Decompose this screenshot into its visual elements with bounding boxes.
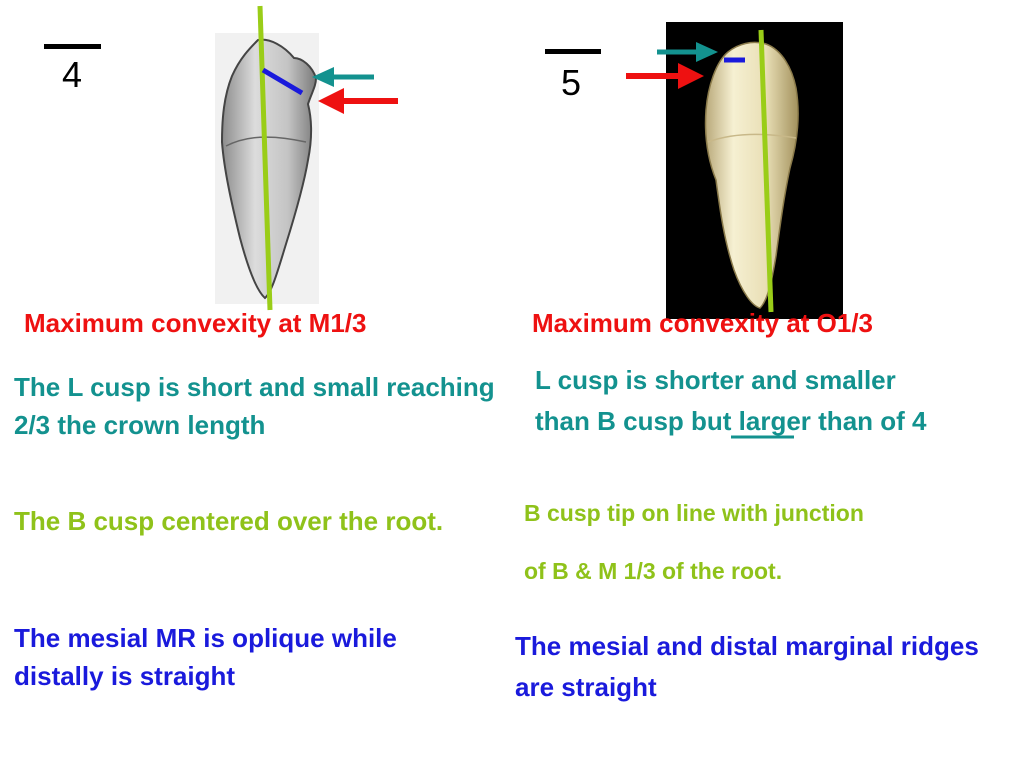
- left-ridges-text: The mesial MR is oplique while distally …: [14, 623, 397, 691]
- tooth-5-overbar: [545, 49, 601, 54]
- right-b-cusp-line2: of B & M 1/3 of the root.: [524, 558, 783, 584]
- right-teal-arrow-head: [696, 42, 718, 62]
- left-red-arrow-head: [318, 88, 344, 114]
- right-l-cusp-pre: L cusp is shorter and smaller than: [535, 365, 896, 436]
- right-b-cusp-line1: B cusp tip on line with junction: [524, 500, 864, 526]
- right-axis-line: [758, 29, 774, 313]
- right-heading: Maximum convexity at O1/3: [532, 308, 874, 338]
- tooth-4-overbar: [44, 44, 101, 49]
- right-red-arrow-head: [678, 63, 704, 89]
- right-l-cusp-post: cusp but larger than of 4: [623, 406, 927, 436]
- left-blue-marker: [261, 67, 304, 96]
- left-teal-arrow-head: [312, 67, 334, 87]
- right-l-cusp-text: L cusp is shorter and smaller than B cus…: [535, 360, 935, 442]
- right-ridges-text: The mesial and distal marginal ridges ar…: [515, 631, 979, 702]
- left-heading: Maximum convexity at M1/3: [24, 308, 367, 338]
- tooth-number-5: 5: [560, 62, 582, 103]
- left-l-cusp-text: The L cusp is short and small reaching 2…: [14, 372, 495, 440]
- left-b-cusp-text: The B cusp centered over the root.: [14, 506, 444, 536]
- tooth-number-4: 4: [61, 54, 83, 95]
- right-l-cusp-b: B: [597, 406, 624, 436]
- left-axis-line: [257, 5, 273, 311]
